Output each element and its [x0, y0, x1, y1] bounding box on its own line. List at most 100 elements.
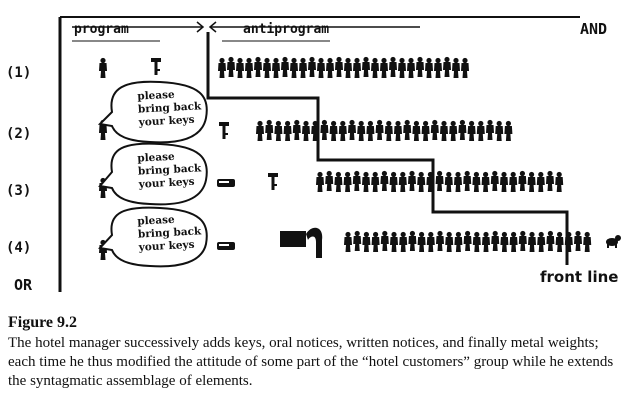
crowd-person — [472, 231, 481, 252]
crowd-person — [371, 57, 379, 78]
crowd-person — [344, 231, 352, 252]
figure-diagram: program antiprogram AND OR (1) (2) (3) (… — [6, 16, 621, 294]
crowd-person — [362, 231, 371, 252]
crowd-person — [357, 120, 366, 141]
crowd-person — [527, 171, 536, 192]
row-label: (1) — [6, 65, 32, 81]
crowd-person — [407, 57, 415, 78]
crowd-person — [389, 56, 397, 77]
crowd-person — [362, 171, 370, 192]
front-line-label: front line — [540, 268, 619, 286]
crowd-person — [486, 119, 494, 140]
row-label: (3) — [6, 183, 32, 199]
diagram-canvas — [58, 16, 621, 292]
crowd-person — [500, 231, 509, 252]
crowd-person — [299, 57, 307, 78]
crowd-person — [430, 119, 439, 140]
crowd-person — [458, 119, 467, 140]
metal-weight-icon — [280, 227, 323, 258]
crowd-person — [463, 230, 472, 251]
crowd-person — [528, 231, 536, 252]
crowd-person — [463, 170, 472, 191]
crowd-person — [426, 231, 435, 252]
crowd-person — [546, 230, 555, 251]
crowd-person — [236, 57, 244, 78]
crowd-person — [417, 231, 426, 252]
crowd-person — [408, 170, 416, 191]
crowd-person — [518, 170, 527, 191]
crowd-person — [325, 170, 334, 191]
crowd-person — [440, 120, 448, 141]
crowd-person — [274, 120, 283, 141]
crowd-person — [416, 56, 424, 77]
crowd-person — [399, 231, 408, 252]
crowd-person — [436, 230, 444, 251]
crowd-person — [366, 120, 375, 141]
dog-icon — [606, 235, 621, 248]
crowd-person — [353, 230, 362, 251]
crowd-person — [344, 57, 352, 78]
crowd-person — [417, 171, 426, 192]
crowd-person — [254, 56, 262, 77]
crowd-person — [398, 171, 407, 192]
crowd-person — [384, 120, 393, 141]
manager-figures — [99, 57, 107, 260]
crowd-person — [467, 120, 476, 141]
crowd-person — [500, 171, 508, 192]
row-label: (2) — [6, 126, 32, 142]
crowd-person — [491, 230, 500, 251]
crowd-person — [482, 231, 490, 252]
crowd-person — [574, 230, 582, 251]
crowd-person — [371, 171, 380, 192]
speech-bubble — [98, 206, 208, 268]
crowd-person — [425, 57, 433, 78]
antiprogram-label: antiprogram — [243, 22, 330, 37]
crowd-person — [352, 170, 361, 191]
crowd-person — [218, 57, 226, 78]
crowd-person — [537, 231, 546, 252]
crowd-person — [426, 171, 435, 192]
crowd-person — [504, 120, 513, 141]
crowd-person — [290, 57, 298, 78]
key-icon — [151, 58, 161, 75]
crowd-person — [265, 119, 274, 140]
crowd-person — [454, 231, 463, 252]
crowd-person — [353, 57, 361, 78]
crowd-person — [476, 120, 485, 141]
crowd-person — [509, 231, 518, 252]
crowd-person — [245, 57, 253, 78]
crowd-person — [408, 230, 417, 251]
and-label: AND — [580, 20, 608, 38]
crowd-person — [338, 120, 347, 141]
crowd-person — [292, 119, 301, 140]
crowd-person — [335, 56, 343, 77]
crowd-person — [403, 119, 412, 140]
crowd-person — [481, 171, 490, 192]
crowd-person — [263, 57, 271, 78]
crowd-person — [443, 56, 451, 77]
crowd-person — [329, 120, 338, 141]
crowd-person — [375, 119, 384, 140]
front-line-path — [206, 32, 569, 265]
crowd-person — [317, 57, 325, 78]
crowd-person — [320, 119, 329, 140]
speech-bubble — [97, 80, 208, 144]
crowd-person — [509, 171, 518, 192]
figure-caption: The hotel manager successively adds keys… — [8, 335, 614, 389]
crowd-person — [461, 57, 469, 78]
hotel-manager-figure — [99, 57, 107, 78]
crowd-person — [490, 170, 499, 191]
crowd-person — [283, 120, 292, 141]
crowd-person — [227, 56, 235, 77]
crowd-person — [445, 231, 454, 252]
crowd-person — [316, 171, 324, 192]
crowd-person — [435, 170, 444, 191]
crowd-person — [546, 170, 554, 191]
crowd-person — [380, 170, 389, 191]
key-icon — [219, 122, 229, 139]
crowd-person — [564, 231, 573, 252]
crowd-person — [311, 120, 320, 141]
crowd-person — [449, 120, 458, 141]
crowd-person — [536, 171, 545, 192]
speech-bubble — [98, 142, 208, 206]
